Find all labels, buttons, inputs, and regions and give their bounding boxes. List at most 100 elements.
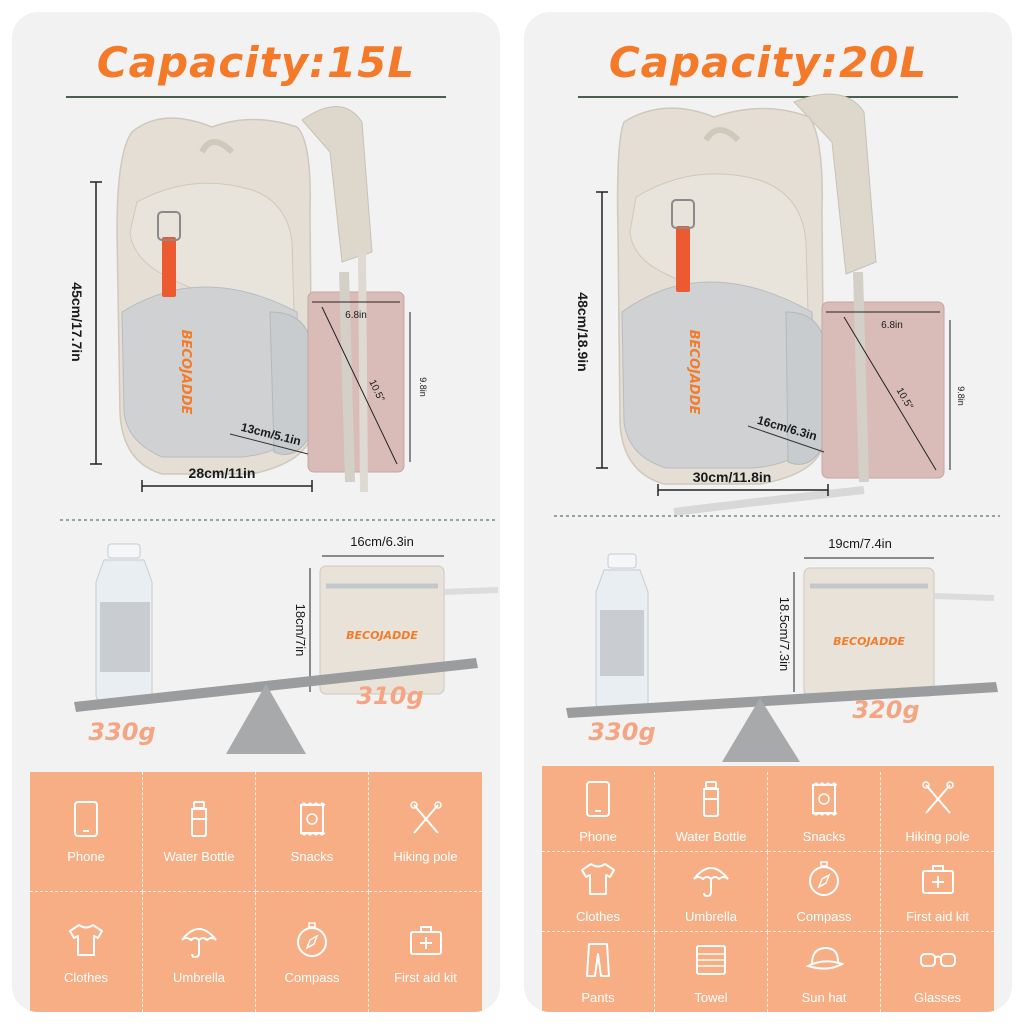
item-label: Sun hat: [801, 989, 847, 1005]
capacity-title: Capacity:15L: [96, 38, 416, 87]
tablet-height-label: 9.8in: [956, 386, 966, 406]
item-snacks: Snacks: [256, 772, 369, 892]
snacks-icon: [812, 782, 838, 816]
first-aid-kit-icon: [921, 865, 954, 894]
tablet-width-label: 6.8in: [345, 310, 367, 321]
item-clothes: Clothes: [542, 852, 655, 932]
hiking-pole-icon: [409, 801, 442, 834]
item-compass: Compass: [768, 852, 881, 932]
item-pants: Pants: [542, 932, 655, 1012]
clothes-icon: [69, 923, 103, 956]
item-sun-hat: Sun hat: [768, 932, 881, 1012]
pouch-width-label: 16cm/6.3in: [350, 534, 414, 549]
compass-icon: [809, 861, 839, 896]
pouch-height-label: 18.5cm/7.3in: [777, 597, 792, 671]
backpack-brand: BECOJADDE: [178, 330, 193, 415]
item-compass: Compass: [256, 892, 369, 1012]
item-umbrella: Umbrella: [655, 852, 768, 932]
pack-weight: 310g: [356, 682, 423, 710]
water-bottle-illustration: [95, 543, 153, 703]
item-first-aid-kit: First aid kit: [369, 892, 482, 1012]
item-glasses: Glasses: [881, 932, 994, 1012]
item-label: Glasses: [914, 989, 961, 1005]
phone-icon: [74, 801, 98, 837]
item-clothes: Clothes: [30, 892, 143, 1012]
backpack-illustration: 45cm/17.7in BECOJADDE 6.8in 10.5″ 9.8in …: [60, 106, 499, 754]
item-label: Water Bottle: [675, 829, 747, 844]
width-dimension: [657, 484, 829, 496]
pouch-brand: BECOJADDE: [833, 635, 905, 648]
item-label: Phone: [579, 829, 617, 844]
tablet-width-label: 6.8in: [881, 320, 903, 331]
clothes-icon: [581, 863, 615, 895]
umbrella-icon: [693, 867, 729, 898]
seesaw-pivot: [722, 698, 800, 762]
item-label: Snacks: [290, 849, 334, 864]
panel-15l: Capacity:15L 45cm/17.7in BECOJADDE: [12, 12, 500, 1012]
snacks-icon: [300, 802, 326, 836]
width-label: 28cm/11in: [189, 465, 256, 481]
width-dimension: [141, 480, 313, 492]
height-dimension: [90, 181, 102, 465]
item-water-bottle: Water Bottle: [143, 772, 256, 892]
folded-pouch: [319, 565, 445, 695]
backpack-brand: BECOJADDE: [686, 330, 701, 415]
water-bottle-icon: [191, 801, 207, 837]
item-label: Compass: [284, 969, 340, 985]
glasses-icon: [919, 952, 956, 967]
title-underline: [578, 96, 958, 98]
hiking-pole-icon: [921, 781, 954, 814]
pants-icon: [586, 942, 610, 977]
item-label: Pants: [581, 989, 615, 1005]
backpack-illustration: 48cm/18.9in BECOJADDE 6.8in 10.5″ 9.8in …: [554, 93, 1000, 762]
item-label: Clothes: [575, 909, 621, 924]
item-first-aid-kit: First aid kit: [881, 852, 994, 932]
seesaw-plank: [74, 658, 478, 712]
tablet-illustration: [821, 301, 945, 479]
tablet-height-label: 9.8in: [418, 377, 428, 397]
contents-grid-bg: [30, 772, 482, 1012]
item-label: Umbrella: [684, 909, 737, 924]
umbrella-icon: [181, 927, 217, 958]
item-phone: Phone: [30, 772, 143, 892]
sun-hat-icon: [805, 946, 844, 970]
water-bottle-illustration: [595, 553, 649, 711]
item-umbrella: Umbrella: [143, 892, 256, 1012]
panel-20l: Capacity:20L 48cm/18.9in BECOJADDE 6.8in…: [524, 12, 1012, 1012]
item-label: Snacks: [802, 829, 846, 844]
towel-icon: [696, 944, 726, 975]
bottle-weight: 330g: [88, 718, 155, 746]
item-label: Towel: [694, 989, 728, 1005]
first-aid-kit-icon: [409, 925, 442, 955]
item-hiking-pole: Hiking pole: [881, 772, 994, 852]
width-label: 30cm/11.8in: [693, 469, 772, 485]
item-label: Water Bottle: [163, 849, 235, 864]
height-dimension: [596, 191, 608, 469]
orange-pull-tab: [676, 226, 690, 292]
item-label: Hiking pole: [905, 829, 970, 844]
seesaw-pivot: [226, 684, 306, 754]
capacity-title: Capacity:20L: [608, 38, 928, 87]
pouch-brand: BECOJADDE: [346, 629, 418, 642]
item-towel: Towel: [655, 932, 768, 1012]
item-label: First aid kit: [906, 909, 969, 924]
item-label: Compass: [796, 909, 852, 924]
item-label: Umbrella: [172, 969, 225, 985]
pouch-width-label: 19cm/7.4in: [828, 536, 892, 551]
item-phone: Phone: [542, 772, 655, 852]
item-water-bottle: Water Bottle: [655, 772, 768, 852]
contents-grid-bg: [542, 766, 994, 1012]
item-hiking-pole: Hiking pole: [369, 772, 482, 892]
tablet-illustration: [307, 291, 405, 473]
item-label: Clothes: [63, 969, 109, 985]
orange-pull-tab: [162, 237, 176, 297]
compass-icon: [297, 921, 327, 957]
title-underline: [66, 96, 446, 98]
seesaw-plank: [566, 682, 998, 718]
item-label: Phone: [67, 849, 105, 864]
item-label: Hiking pole: [393, 849, 458, 864]
phone-icon: [586, 781, 610, 817]
height-label: 48cm/18.9in: [575, 292, 591, 371]
